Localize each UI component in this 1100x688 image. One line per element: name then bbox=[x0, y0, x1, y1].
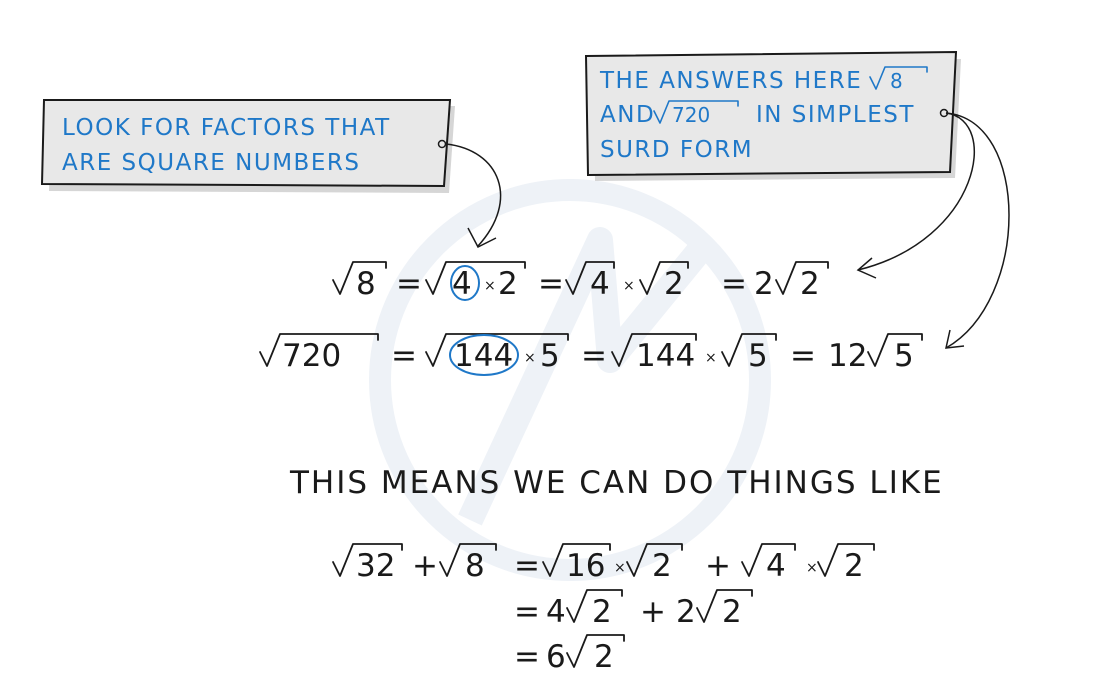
eq2-radicand-720: 720 bbox=[282, 338, 341, 374]
eq5-equals: = bbox=[514, 639, 540, 675]
equation-sum-line2: = 4 2 + 2 2 bbox=[514, 589, 753, 630]
arrow-to-factor-4 bbox=[445, 143, 502, 247]
eq1-root-2: 2 bbox=[664, 266, 684, 302]
callout-simplest-form: THE ANSWERS HERE 8 AND 720 IN SIMPLEST S… bbox=[584, 50, 961, 181]
eq3-equals: = bbox=[514, 548, 540, 584]
eq4-radicand-b: 2 bbox=[722, 594, 742, 630]
eq3-plus-2: + bbox=[705, 548, 731, 584]
eq3-root-16: 16 bbox=[566, 548, 605, 584]
eq2-coefficient: 12 bbox=[828, 338, 867, 374]
arrows bbox=[445, 112, 1010, 349]
eq1-equals-2: = bbox=[538, 266, 564, 302]
eq1-factor-4-highlight bbox=[450, 265, 480, 301]
eq1-radicand-8: 8 bbox=[356, 266, 376, 302]
equation-root-8: 8 = 4 × 2 = 4 × 2 = 2 2 bbox=[332, 261, 829, 302]
callout-root-720: 720 bbox=[653, 100, 739, 127]
eq2-times-2: × bbox=[705, 350, 717, 366]
eq5-coefficient-6: 6 bbox=[546, 639, 566, 675]
eq1-factor-2: 2 bbox=[498, 266, 518, 302]
arrowhead-result-1 bbox=[856, 257, 877, 279]
eq2-factor-144: 144 bbox=[454, 338, 513, 374]
callout-factors: LOOK FOR FACTORS THAT ARE SQUARE NUMBERS bbox=[40, 99, 455, 193]
callout-line2-and: AND bbox=[600, 102, 655, 128]
arrow-to-result-2 bbox=[945, 112, 1010, 349]
eq1-coefficient: 2 bbox=[754, 266, 774, 302]
eq3-plus-1: + bbox=[412, 548, 438, 584]
eq2-times-1: × bbox=[524, 350, 536, 366]
eq1-result-radicand: 2 bbox=[800, 266, 820, 302]
eq5-radicand: 2 bbox=[594, 639, 614, 675]
arrow-to-result-1 bbox=[857, 112, 976, 271]
callout-line2-text: IN SIMPLEST bbox=[756, 102, 915, 128]
eq3-root-4: 4 bbox=[766, 548, 786, 584]
arrowhead-factor-4 bbox=[467, 227, 497, 248]
callout-factors-pin bbox=[437, 139, 447, 149]
eq2-equals-3: = bbox=[790, 338, 816, 374]
eq2-root-5: 5 bbox=[748, 338, 768, 374]
eq1-root-4: 4 bbox=[590, 266, 610, 302]
eq1-equals-3: = bbox=[721, 266, 747, 302]
eq1-times-2: × bbox=[623, 278, 635, 294]
eq4-coefficient-4: 4 bbox=[546, 594, 566, 630]
eq2-factor-144-highlight bbox=[449, 334, 519, 376]
eq2-root-144: 144 bbox=[636, 338, 695, 374]
eq4-equals: = bbox=[514, 594, 540, 630]
callout-line1-text: THE ANSWERS HERE bbox=[599, 68, 862, 94]
eq3-times-1: × bbox=[614, 560, 626, 576]
eq4-coefficient-2: 2 bbox=[676, 594, 696, 630]
eq3-radicand-32: 32 bbox=[356, 548, 395, 584]
eq4-plus: + bbox=[640, 594, 666, 630]
eq2-equals-1: = bbox=[391, 338, 417, 374]
equation-sum-line1: 32 + 8 = 16 × 2 + 4 × 2 bbox=[332, 543, 875, 584]
callout-factors-line2: ARE SQUARE NUMBERS bbox=[62, 150, 360, 176]
arrowhead-result-2 bbox=[945, 329, 965, 349]
eq1-equals-1: = bbox=[396, 266, 422, 302]
callout-radicand-720: 720 bbox=[672, 103, 710, 127]
callout-line3: SURD FORM bbox=[600, 137, 753, 163]
watermark-logo bbox=[369, 179, 771, 581]
eq3-radicand-8: 8 bbox=[465, 548, 485, 584]
callout-factors-line1: LOOK FOR FACTORS THAT bbox=[62, 115, 391, 141]
eq1-factor-4: 4 bbox=[452, 266, 472, 302]
eq3-times-2: × bbox=[806, 560, 818, 576]
equation-sum-line3: = 6 2 bbox=[514, 634, 625, 675]
eq2-result-radicand: 5 bbox=[894, 338, 914, 374]
eq2-factor-5: 5 bbox=[540, 338, 560, 374]
callout-radicand-8: 8 bbox=[890, 69, 903, 93]
callout-root-8: 8 bbox=[869, 66, 928, 93]
eq3-root-2b: 2 bbox=[844, 548, 864, 584]
eq4-radicand-a: 2 bbox=[592, 594, 612, 630]
eq1-times-1: × bbox=[484, 278, 496, 294]
equation-root-720: 720 = 144 × 5 = 144 × 5 = 12 5 bbox=[259, 333, 923, 376]
eq2-equals-2: = bbox=[581, 338, 607, 374]
heading-things-like: THIS MEANS WE CAN DO THINGS LIKE bbox=[289, 465, 944, 501]
eq3-root-2a: 2 bbox=[652, 548, 672, 584]
